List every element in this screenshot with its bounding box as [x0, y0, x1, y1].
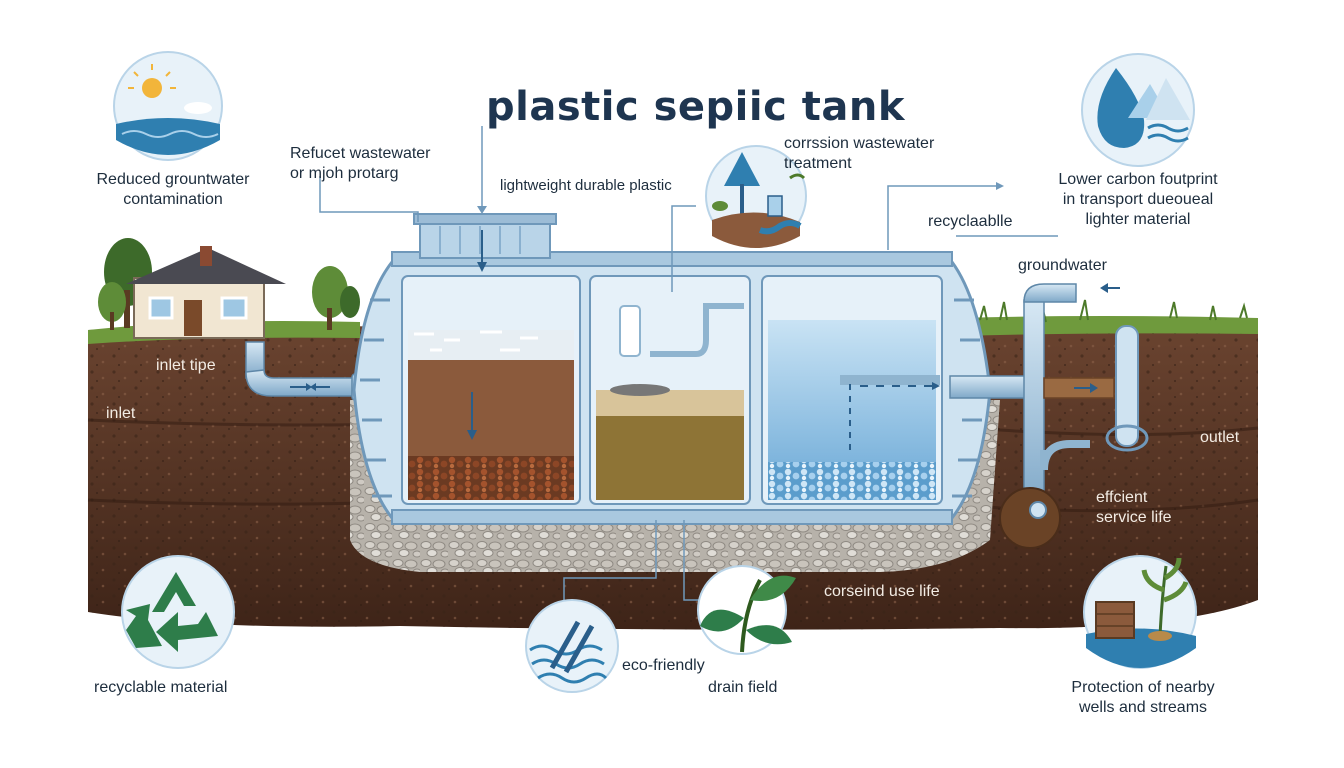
label-lower-carbon: Lower carbon foutprint in transport dueo… — [1058, 171, 1218, 228]
label-groundwater: groundwater — [1018, 257, 1107, 274]
tree-treatment-icon — [705, 145, 807, 248]
label-efficient-service: effcient service life — [1096, 489, 1172, 526]
label-inlet-pipe: inlet tipe — [156, 357, 216, 374]
outlet-pipe — [949, 283, 1149, 549]
septic-tank — [352, 213, 992, 525]
sun-water-icon — [113, 51, 223, 161]
leader-lines — [319, 126, 1058, 604]
page-title: plastic sepiic tank — [486, 84, 905, 130]
label-recyclable-material: recyclable material — [94, 679, 228, 696]
label-corsseind-use: corseind use life — [824, 583, 940, 600]
label-refucet-wastewater: Refucet wastewater or mjoh protarg — [290, 145, 431, 182]
label-lightweight: lightweight durable plastic — [500, 177, 672, 194]
recycle-icon — [121, 555, 235, 669]
label-recyclable-short: recyclaablle — [928, 213, 1013, 230]
label-eco-friendly: eco-friendly — [622, 657, 705, 674]
water-drop-icon — [1081, 53, 1195, 167]
label-reduced-contamination: Reduced grountwater contamination — [96, 171, 250, 208]
label-drain-field: drain field — [708, 679, 778, 696]
house-icon — [98, 238, 360, 339]
drain-pipes-icon — [525, 599, 619, 693]
label-inlet: inlet — [106, 405, 136, 422]
well-plant-icon — [1083, 555, 1197, 669]
label-protection: Protection of nearby wells and streams — [1071, 679, 1215, 716]
grass-right — [960, 316, 1258, 336]
plant-leaf-icon — [697, 565, 796, 655]
label-corrosion-treatment: corrssion wastewater treatment — [784, 135, 935, 172]
label-outlet: outlet — [1200, 429, 1240, 446]
flow-arrows — [467, 230, 940, 440]
